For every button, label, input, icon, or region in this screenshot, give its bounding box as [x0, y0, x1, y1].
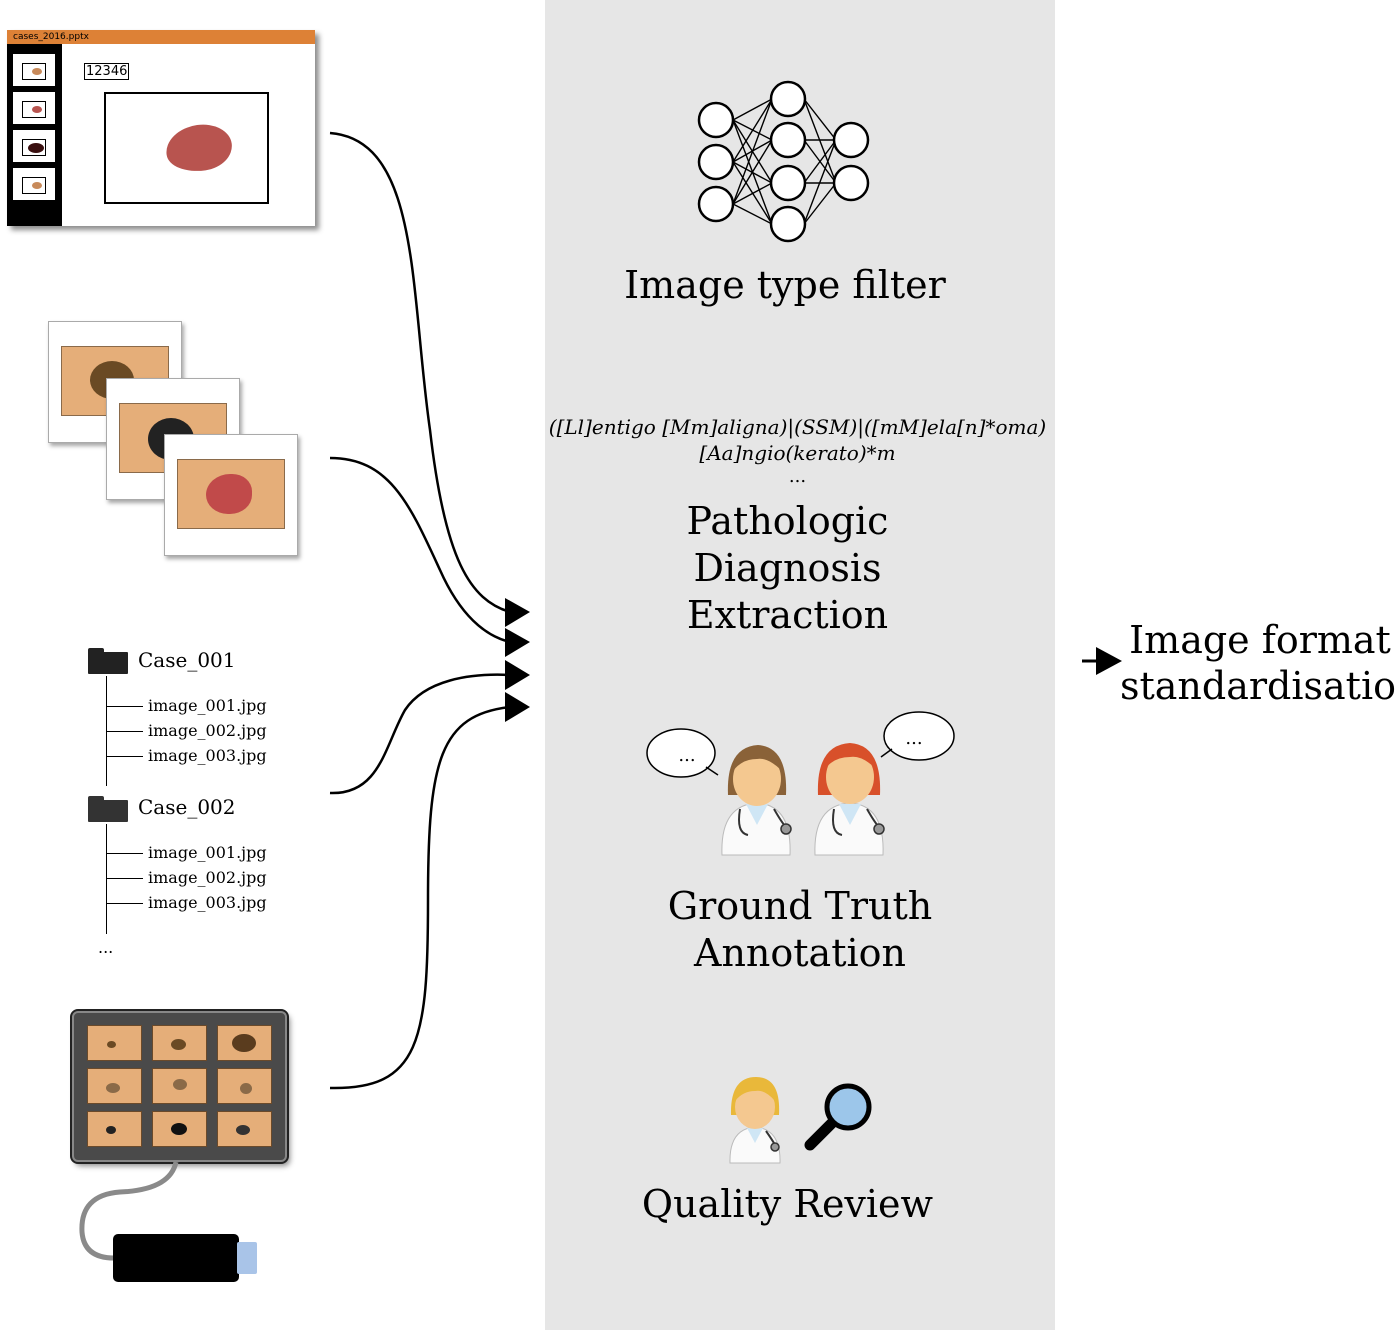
- pptx-slide-sidebar: [7, 44, 62, 226]
- slide-thumbnail: [13, 168, 55, 200]
- usb-stick: [113, 1234, 239, 1282]
- tree-branch: [107, 731, 143, 732]
- step-title-line: Annotation: [694, 931, 906, 975]
- regex-more-ellipsis: ...: [788, 466, 807, 487]
- pptx-title: cases_2016.pptx: [13, 32, 89, 42]
- thumbnail-frame: [22, 63, 46, 80]
- slide-thumbnail: [13, 92, 55, 124]
- lesion-spot: [206, 474, 252, 514]
- thumbnail-lesion: [28, 143, 44, 153]
- speech-bubble-left: [646, 728, 716, 778]
- step-title-quality-review: Quality Review: [641, 1182, 934, 1226]
- folder-icon: [88, 796, 128, 822]
- arrow-slides: [329, 456, 511, 644]
- annotators-illustration: [646, 711, 955, 856]
- lesion-tile: [217, 1111, 272, 1147]
- arrowhead: [505, 628, 530, 657]
- file-label: image_003.jpg: [148, 746, 267, 765]
- file-label: image_002.jpg: [148, 721, 267, 740]
- arrowhead: [505, 598, 530, 627]
- slide-thumbnail: [13, 130, 55, 162]
- lesion-tile: [152, 1068, 207, 1104]
- pptx-title-bar: cases_2016.pptx: [7, 30, 315, 44]
- speech-bubble-right-text: ...: [905, 728, 923, 749]
- lesion-tile: [217, 1068, 272, 1104]
- step-title-line: Extraction: [686, 593, 889, 637]
- doctor-icon: [814, 743, 885, 856]
- step-title-line: Pathologic: [686, 499, 889, 543]
- file-label: image_001.jpg: [148, 696, 267, 715]
- slide-number-box: 12346: [84, 63, 130, 80]
- tree-branch: [107, 878, 143, 879]
- lesion-tile: [87, 1025, 142, 1061]
- lesion-tile: [152, 1025, 207, 1061]
- magnifier-icon: [804, 1083, 872, 1151]
- thumbnail-lesion: [32, 68, 42, 75]
- thumbnail-frame: [22, 177, 46, 194]
- output-title-line: standardisation: [1120, 664, 1395, 708]
- step-title-line: Ground Truth: [667, 884, 933, 928]
- step-title-line: Diagnosis: [693, 546, 882, 590]
- output-title-line: Image format: [1129, 618, 1391, 662]
- arrow-pptx: [329, 131, 511, 614]
- file-label: image_001.jpg: [148, 843, 267, 862]
- regex-pattern-line-1: ([Ll]entigo [Mm]aligna)|(SSM)|([mM]ela[n…: [548, 415, 1047, 439]
- skin-photo: [177, 459, 285, 529]
- slide-thumbnail: [13, 54, 55, 86]
- usb-connector: [237, 1242, 257, 1274]
- thumbnail-lesion: [32, 182, 42, 189]
- speech-bubble-left-text: ...: [678, 745, 696, 766]
- lesion-tile: [217, 1025, 272, 1061]
- neural-network-icon: [697, 80, 870, 243]
- lesion-tile: [152, 1111, 207, 1147]
- pptx-window: cases_2016.pptx 12346: [7, 30, 315, 226]
- folder-label: Case_001: [138, 648, 236, 672]
- photo-slide: [164, 434, 298, 556]
- folder-icon: [88, 648, 128, 674]
- thumbnail-frame: [22, 101, 46, 118]
- quality-review-illustration: [729, 1077, 872, 1164]
- lesion-tile: [87, 1068, 142, 1104]
- output-arrowhead: [1096, 647, 1122, 675]
- speech-bubble-right: [883, 711, 955, 761]
- lesion-tile: [87, 1111, 142, 1147]
- tree-line: [106, 824, 107, 934]
- regex-pattern-line-2: [Aa]ngio(kerato)*m: [699, 441, 896, 465]
- image-tile-device: [72, 1011, 287, 1162]
- arrow-folders: [329, 673, 511, 795]
- arrow-device: [329, 705, 511, 1090]
- arrowhead: [505, 660, 530, 690]
- tree-line: [106, 676, 107, 786]
- doctor-icon: [721, 745, 792, 856]
- thumbnail-frame: [22, 139, 46, 156]
- folder-label: Case_002: [138, 795, 236, 819]
- usb-cable: [79, 1161, 179, 1261]
- more-ellipsis: ...: [98, 938, 114, 957]
- tree-branch: [107, 853, 143, 854]
- arrowhead: [505, 692, 530, 722]
- tree-branch: [107, 706, 143, 707]
- file-label: image_003.jpg: [148, 893, 267, 912]
- thumbnail-lesion: [32, 106, 42, 113]
- step-title-image-type-filter: Image type filter: [624, 263, 946, 307]
- slide-stage: [104, 92, 269, 204]
- tree-branch: [107, 756, 143, 757]
- tree-branch: [107, 903, 143, 904]
- reviewer-doctor-icon: [729, 1077, 781, 1164]
- file-label: image_002.jpg: [148, 868, 267, 887]
